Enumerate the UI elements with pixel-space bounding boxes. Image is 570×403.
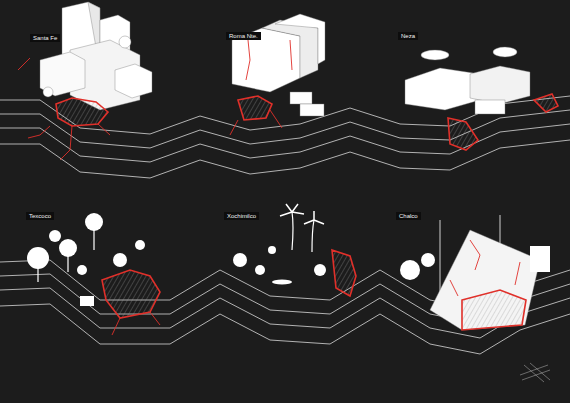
place-label: Santa Fe	[30, 34, 60, 42]
place-label: Chalco	[396, 212, 421, 220]
contour-line	[0, 288, 570, 338]
place-label: Roma Nte.	[226, 32, 261, 40]
place-label: Neza	[398, 32, 418, 40]
place-label: Texcoco	[26, 212, 54, 220]
contour-line	[0, 96, 570, 134]
contour-line	[0, 140, 570, 178]
contour-lines	[0, 96, 570, 354]
texcoco-panel	[27, 213, 160, 335]
santa-fe-panel	[18, 2, 152, 160]
contour-line	[0, 124, 570, 162]
grid-symbol	[520, 363, 550, 382]
chalco-panel	[400, 215, 550, 330]
neza-panel	[405, 47, 558, 150]
place-label: Xochimilco	[224, 212, 259, 220]
